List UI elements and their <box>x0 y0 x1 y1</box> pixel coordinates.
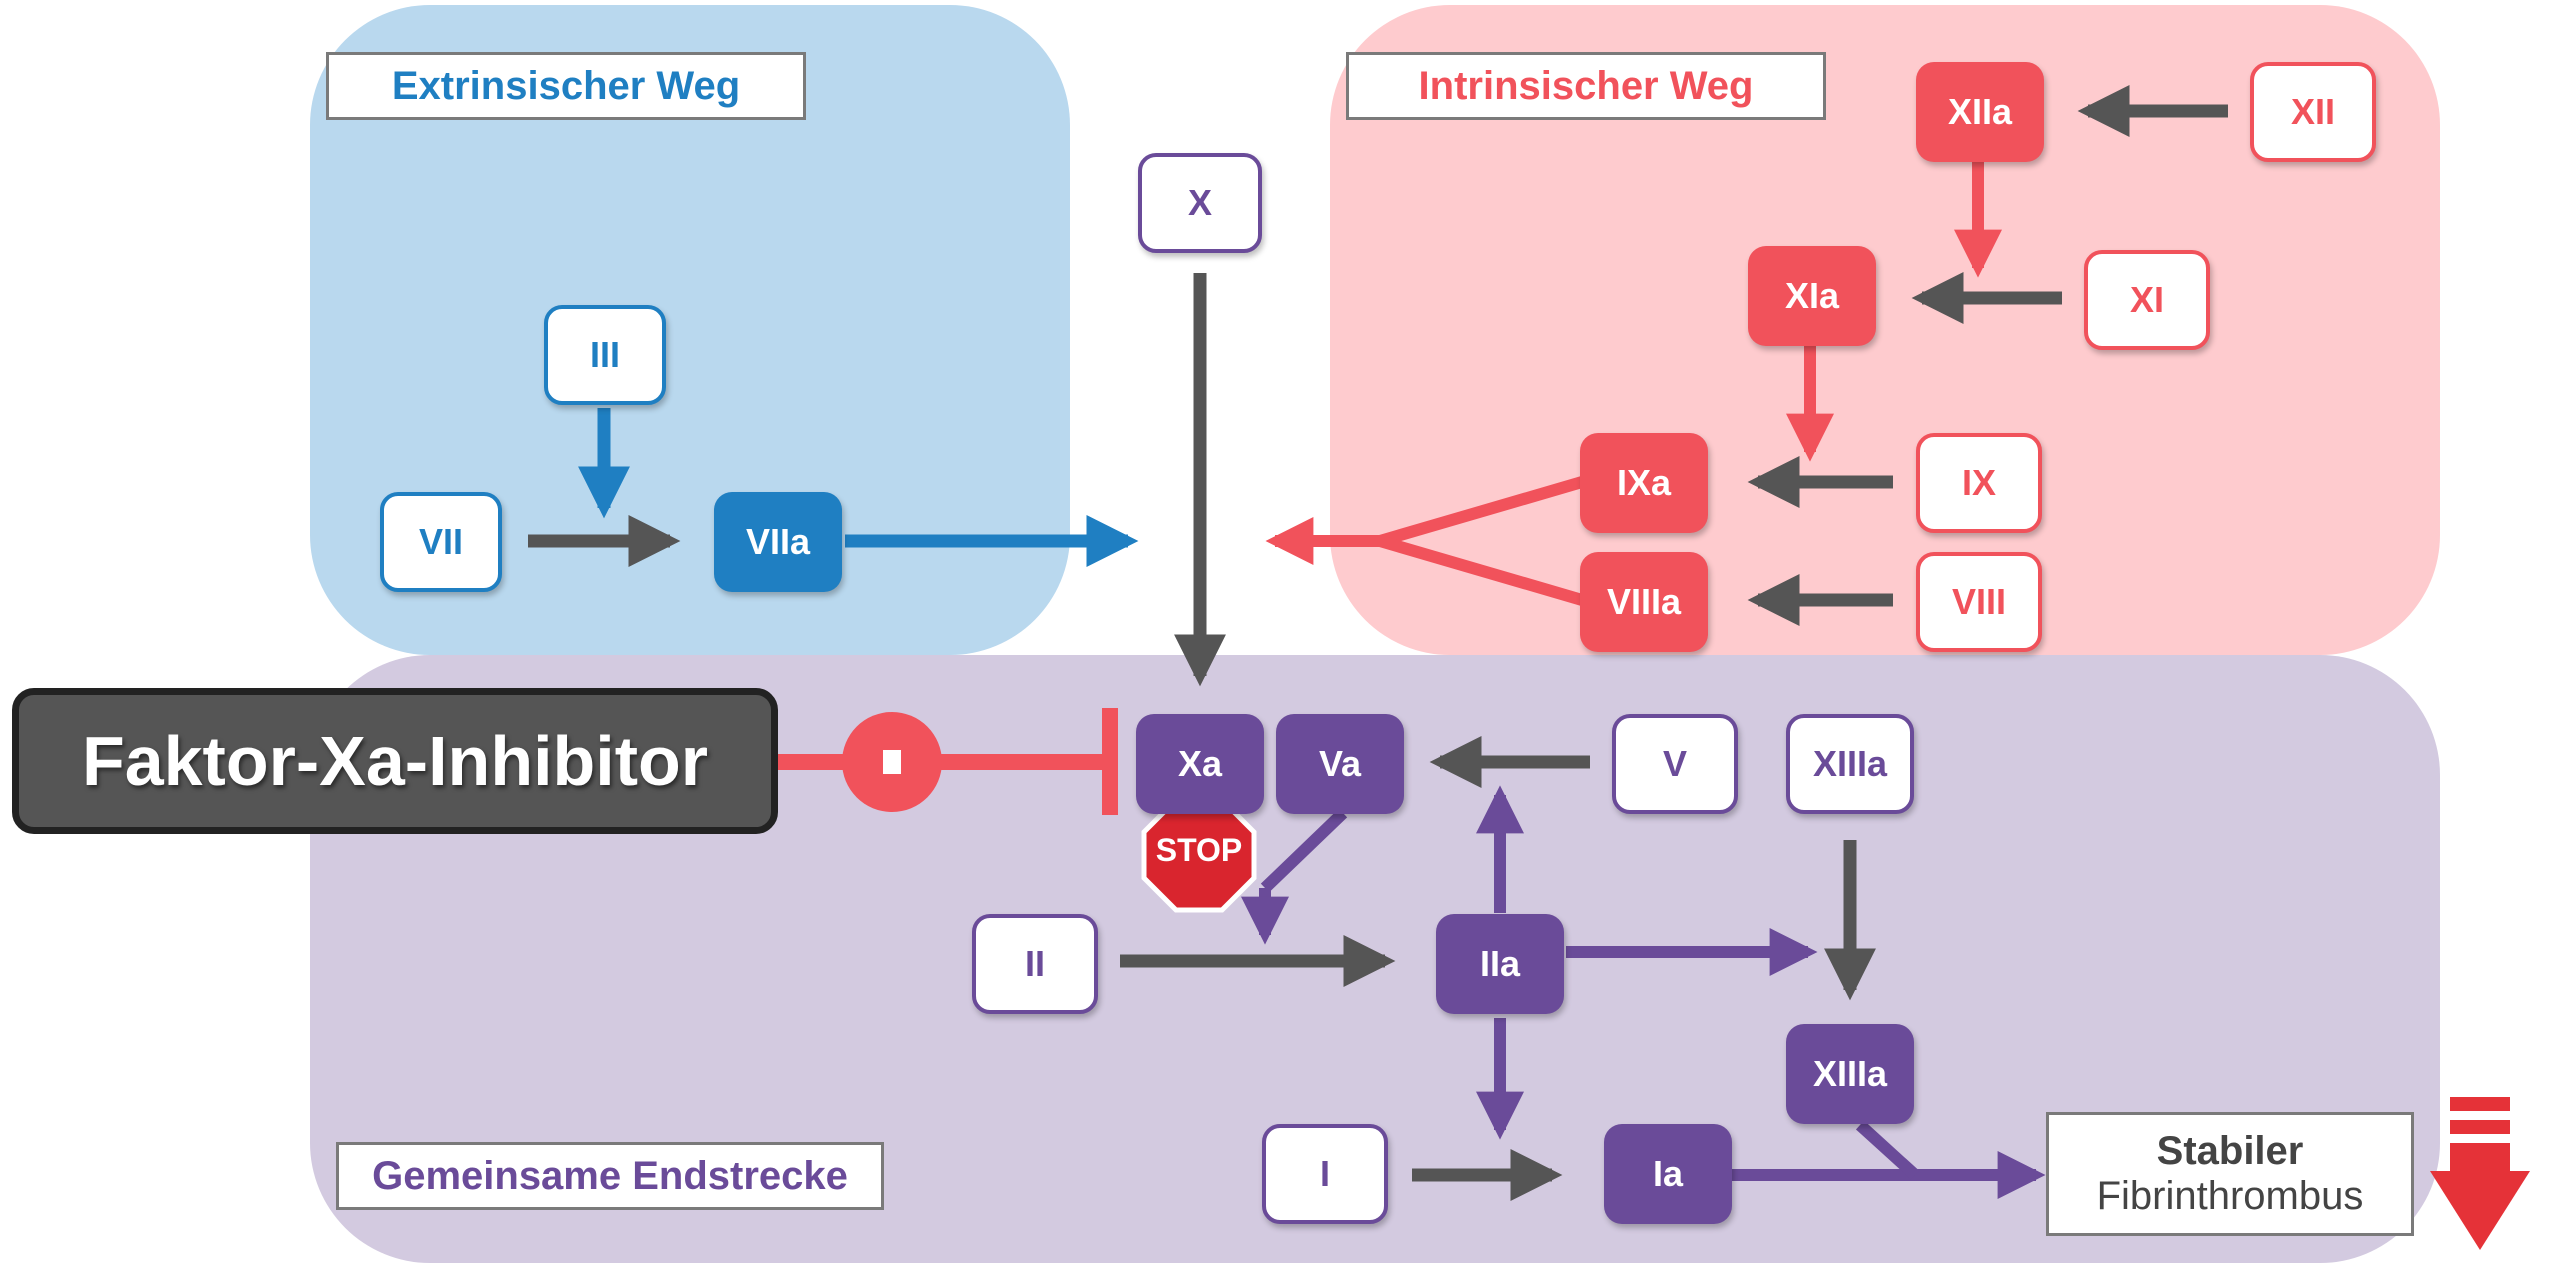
arrow-Va-to-prothrombin <box>1260 808 1348 893</box>
factor-X: X <box>1138 153 1262 253</box>
factor-XII: XII <box>2250 62 2376 162</box>
factor-VII: VII <box>380 492 502 592</box>
factor-XIIa: XIIa <box>1916 62 2044 162</box>
result-line-1: Stabiler <box>2156 1129 2304 1173</box>
arrow-VIIIa-branch <box>1378 535 1584 606</box>
stable-fibrin-thrombus-box: Stabiler Fibrinthrombus <box>2046 1112 2414 1236</box>
factor-V: V <box>1612 714 1738 814</box>
factor-IIa: IIa <box>1436 914 1564 1014</box>
factor-XIa: XIa <box>1748 246 1876 346</box>
factor-Xa: Xa <box>1136 714 1264 814</box>
arrow-XIIIa-to-Ia-line <box>1855 1120 1920 1180</box>
common-pathway-title: Gemeinsame Endstrecke <box>336 1142 884 1210</box>
factor-II: II <box>972 914 1098 1014</box>
inhibitor-minus-icon <box>883 750 901 774</box>
factor-III: III <box>544 305 666 405</box>
factor-VIIa: VIIa <box>714 492 842 592</box>
factor-VIII: VIII <box>1916 552 2042 652</box>
factor-Va: Va <box>1276 714 1404 814</box>
factor-xa-inhibitor-label: Faktor-Xa-Inhibitor <box>12 688 778 834</box>
factor-XIIIa-active: XIIIa <box>1786 1024 1914 1124</box>
factor-I: I <box>1262 1124 1388 1224</box>
intrinsic-pathway-title: Intrinsischer Weg <box>1346 52 1826 120</box>
factor-XI: XI <box>2084 250 2210 350</box>
factor-IXa: IXa <box>1580 433 1708 533</box>
factor-IX: IX <box>1916 433 2042 533</box>
arrow-IXa-branch <box>1378 476 1584 547</box>
stop-sign-label: STOP <box>1155 832 1243 868</box>
factor-XIIIa-inactive: XIIIa <box>1786 714 1914 814</box>
factor-VIIIa: VIIIa <box>1580 552 1708 652</box>
result-line-2: Fibrinthrombus <box>2096 1174 2364 1218</box>
decrease-arrow-icon <box>2430 1097 2530 1250</box>
factor-Ia: Ia <box>1604 1124 1732 1224</box>
extrinsic-pathway-title: Extrinsischer Weg <box>326 52 806 120</box>
